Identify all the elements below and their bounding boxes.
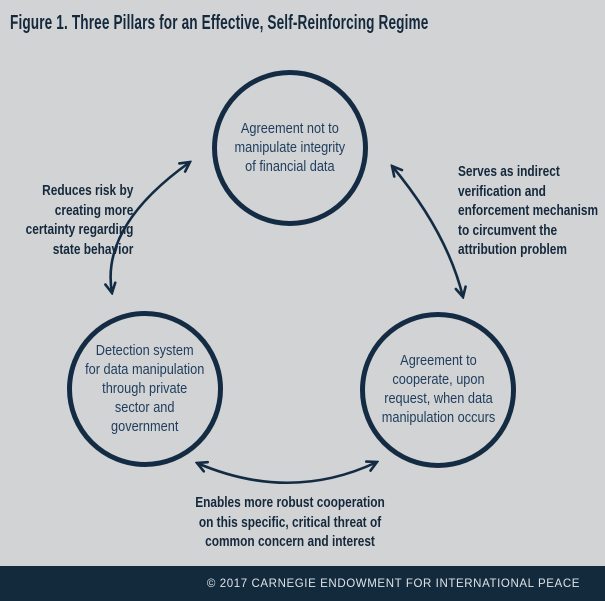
node-line: Detection system <box>96 342 194 359</box>
edge-label-indirect-verification: Serves as indirect verification and enfo… <box>458 163 598 261</box>
node-line: sector and <box>115 399 175 416</box>
node-line: Agreement not to <box>241 120 339 137</box>
edge-label-line: verification and <box>458 183 546 200</box>
node-agreement-to-cooperate: Agreement to cooperate, upon request, wh… <box>360 312 516 468</box>
node-line: through private <box>102 380 188 397</box>
left-double-arrow <box>111 162 190 293</box>
edge-label-line: Serves as indirect <box>458 164 560 180</box>
copyright-text: © 2017 CARNEGIE ENDOWMENT FOR INTERNATIO… <box>206 577 580 590</box>
right-double-arrow <box>392 166 463 297</box>
edge-label-line: certainty regarding <box>25 222 133 238</box>
edge-label-line: Enables more robust cooperation <box>195 495 385 511</box>
edge-label-line: state behavior <box>52 241 133 258</box>
edge-label-line: common concern and interest <box>205 534 375 550</box>
node-text: Detection system for data manipulation t… <box>85 342 204 437</box>
edge-label-line: Reduces risk by <box>41 183 133 199</box>
node-line: request, when data <box>383 391 493 407</box>
node-line: cooperate, upon <box>391 372 485 388</box>
node-text: Agreement to cooperate, upon request, wh… <box>381 352 494 428</box>
node-line: Agreement to <box>399 353 477 369</box>
node-detection-system: Detection system for data manipulation t… <box>67 311 223 467</box>
node-text: Agreement not to manipulate integrity of… <box>235 120 346 177</box>
edge-label-line: creating more <box>54 202 134 219</box>
figure-title: Figure 1. Three Pillars for an Effective… <box>10 12 429 34</box>
node-line: government <box>111 418 179 435</box>
copyright-footer-bar: © 2017 CARNEGIE ENDOWMENT FOR INTERNATIO… <box>0 566 605 601</box>
node-agreement-not-to-manipulate: Agreement not to manipulate integrity of… <box>212 70 368 226</box>
node-line: manipulation occurs <box>381 410 495 426</box>
node-line: for data manipulation <box>85 361 205 378</box>
edge-label-robust-cooperation: Enables more robust cooperation on this … <box>167 494 413 553</box>
edge-label-reduces-risk: Reduces risk by creating more certainty … <box>25 182 133 260</box>
bottom-double-arrow <box>197 462 377 485</box>
edge-label-line: enforcement mechanism <box>458 203 599 219</box>
edge-label-line: on this specific, critical threat of <box>198 514 382 531</box>
edge-label-line: to circumvent the <box>458 222 558 239</box>
node-line: manipulate integrity <box>234 139 346 156</box>
edge-label-line: attribution problem <box>458 242 567 258</box>
node-line: of financial data <box>245 158 335 175</box>
